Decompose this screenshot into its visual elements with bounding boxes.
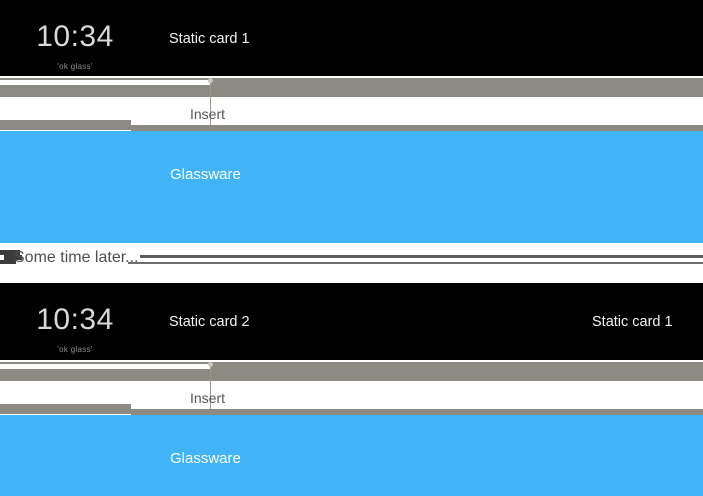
- connector-bar-one-full: [211, 85, 703, 97]
- glassware-label-one: Glassware: [170, 166, 241, 183]
- static-card-1-label-two: Static card 1: [592, 314, 673, 330]
- static-card-1-label-one: Static card 1: [169, 31, 250, 47]
- connector-bar-one-lower-left: [0, 120, 131, 130]
- glassware-band-two: [0, 415, 703, 496]
- connector-bar-two-lower-right: [131, 409, 703, 417]
- insert-node-two: [208, 362, 213, 367]
- connector-bar-two-left: [0, 369, 211, 381]
- glassware-band-one: [0, 131, 703, 243]
- insert-label-two: Insert: [190, 390, 226, 406]
- connector-rule-one-left: [0, 78, 211, 80]
- transition-arrow-icon: [0, 250, 20, 255]
- connector-bar-one-left: [0, 85, 211, 97]
- transition-label: Some time later...: [14, 249, 139, 266]
- insert-stem-one: [210, 78, 211, 128]
- connector-rule-two-left: [0, 362, 211, 364]
- timeline-strip-two: [0, 283, 703, 360]
- connector-bar-one-lower-right: [131, 125, 703, 133]
- insert-label-one: Insert: [190, 106, 226, 122]
- connector-bar-two-full: [211, 369, 703, 381]
- insert-stem-two: [210, 362, 211, 412]
- glassware-label-two: Glassware: [170, 450, 241, 467]
- insert-node-one: [208, 78, 213, 83]
- static-card-2-label: Static card 2: [169, 314, 250, 330]
- timeline-strip-one: [0, 0, 703, 76]
- transition-arrow-icon-mid: [4, 255, 22, 260]
- connector-bar-two-lower-left: [0, 404, 131, 414]
- transition-rule-top: [140, 255, 703, 258]
- transition-arrow-icon-tail: [0, 260, 16, 264]
- transition-rule-bottom: [128, 262, 703, 264]
